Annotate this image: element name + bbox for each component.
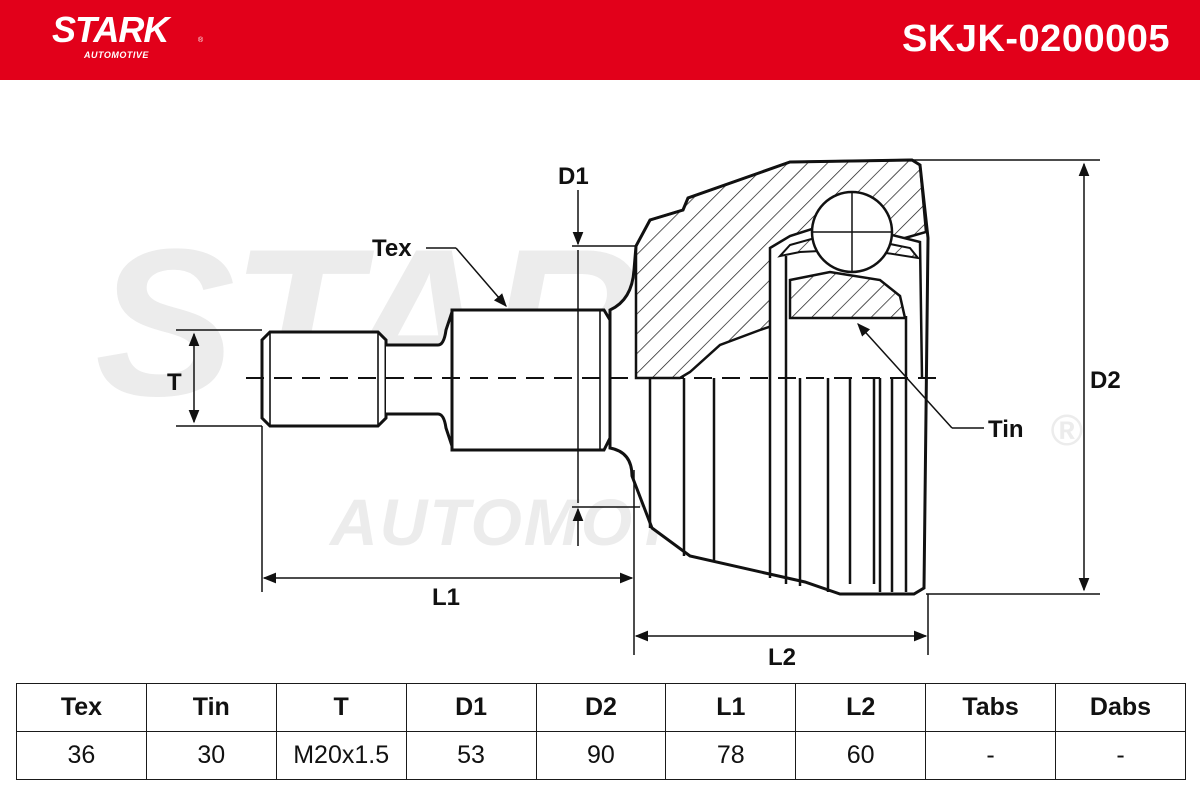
logo-registered-mark: ® xyxy=(198,37,204,44)
cv-joint-drawing: STARK AUTOMOTIVE ® xyxy=(95,158,1121,671)
label-l1: L1 xyxy=(432,584,460,611)
leader-tin xyxy=(857,322,984,429)
value-dabs: - xyxy=(1055,731,1186,780)
header-l1: L1 xyxy=(665,683,797,732)
value-tex: 36 xyxy=(16,731,147,780)
value-t: M20x1.5 xyxy=(275,731,407,780)
dim-d1 xyxy=(572,190,640,546)
spec-table: Tex Tin T D1 D2 L1 L2 Tabs Dabs 36 30 M2… xyxy=(16,683,1186,780)
header-tabs: Tabs xyxy=(925,683,1056,732)
header-d1: D1 xyxy=(405,683,537,732)
header-tex: Tex xyxy=(16,683,147,732)
logo-brand-text: STARK xyxy=(52,9,169,50)
brand-logo: STARK ® AUTOMOTIVE xyxy=(52,9,203,61)
spec-table-value-row: 36 30 M20x1.5 53 90 78 60 - - xyxy=(16,731,1186,780)
dim-t xyxy=(176,329,262,427)
value-d2: 90 xyxy=(535,731,667,780)
label-t: T xyxy=(167,369,182,396)
header-tin: Tin xyxy=(145,683,277,732)
header-bar: STARK ® AUTOMOTIVE SKJK-0200005 xyxy=(0,0,1200,80)
value-d1: 53 xyxy=(405,731,537,780)
part-number: SKJK-0200005 xyxy=(902,18,1170,60)
dim-l1 xyxy=(261,426,635,655)
dim-d2 xyxy=(910,159,1100,595)
watermark-reg: ® xyxy=(1050,406,1083,455)
value-tabs: - xyxy=(925,731,1056,780)
label-tin: Tin xyxy=(988,416,1024,443)
label-l2: L2 xyxy=(768,644,796,671)
value-l1: 78 xyxy=(665,731,797,780)
spline-section xyxy=(450,308,612,452)
thread-stub xyxy=(260,330,388,428)
label-tex: Tex xyxy=(372,235,412,262)
label-d2: D2 xyxy=(1090,367,1121,394)
dim-l2 xyxy=(634,594,929,655)
joint-housing xyxy=(608,158,930,596)
label-d1: D1 xyxy=(558,163,589,190)
header-d2: D2 xyxy=(535,683,667,732)
header-dabs: Dabs xyxy=(1055,683,1186,732)
value-tin: 30 xyxy=(145,731,277,780)
header-t: T xyxy=(275,683,407,732)
header-l2: L2 xyxy=(795,683,927,732)
logo-subtext: AUTOMOTIVE xyxy=(84,50,149,60)
leader-tex xyxy=(426,247,507,308)
spec-table-header-row: Tex Tin T D1 D2 L1 L2 Tabs Dabs xyxy=(16,683,1186,732)
value-l2: 60 xyxy=(795,731,927,780)
